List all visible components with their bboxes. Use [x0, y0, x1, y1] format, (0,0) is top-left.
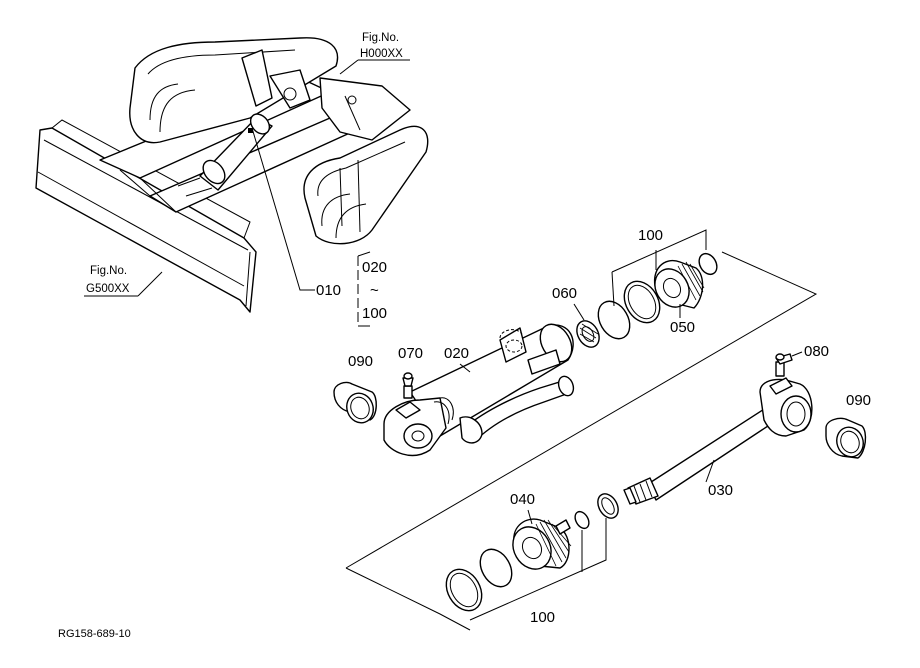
grease-nipple-070: [402, 372, 414, 399]
leader-030: [705, 459, 715, 483]
grease-nipple-080: [775, 353, 793, 377]
piston-rod-030: [623, 377, 813, 505]
part-label-100-lower: 100: [530, 609, 555, 626]
fig-ref-left-leader: [137, 271, 163, 297]
fig-ref-left-line1: Fig.No.: [90, 265, 127, 277]
exploded-frame-upper: [345, 251, 818, 569]
leader-020: [459, 363, 471, 373]
piston-040: [512, 518, 572, 570]
o-ring-seal-upper-right: [698, 252, 718, 276]
leader-080: [791, 351, 803, 357]
backup-ring-upper: [623, 280, 661, 324]
fig-ref-top-line1: Fig.No.: [362, 32, 399, 44]
backup-ring-lower: [445, 568, 483, 612]
excavator-undercarriage-drawing: [35, 37, 429, 313]
part-label-090-left: 090: [348, 353, 373, 370]
fig-ref-left-line2: G500XX: [86, 283, 130, 295]
bracket-100-upper: [611, 229, 707, 273]
exploded-frame-lower: [345, 567, 471, 631]
bracket-100-lower: [469, 518, 607, 621]
cylinder-tube-020: [383, 323, 575, 456]
seal-ring-lower-mid: [574, 510, 590, 530]
rod-cover-050: [653, 259, 705, 309]
range-bracket-tick-top: [357, 251, 371, 257]
part-label-050: 050: [670, 319, 695, 336]
part-label-010: 010: [316, 282, 341, 299]
fig-ref-top-leader: [339, 59, 359, 75]
seal-ring-lower-right: [597, 493, 619, 519]
part-label-020: 020: [444, 345, 469, 362]
leader-040: [527, 509, 533, 525]
o-ring-seal-upper-left: [597, 300, 631, 340]
part-label-100-upper: 100: [638, 227, 663, 244]
bracket-100-upper-left-tick: [611, 271, 615, 307]
part-label-030: 030: [708, 482, 733, 499]
figure-code: RG158-689-10: [58, 628, 131, 640]
range-to: 100: [362, 305, 387, 322]
leader-010: [251, 127, 315, 291]
range-from: 020: [362, 259, 387, 276]
leader-060: [573, 303, 585, 321]
part-label-060: 060: [552, 285, 577, 302]
fig-ref-top-line2: H000XX: [360, 48, 403, 60]
bushing-090-left: [333, 381, 377, 424]
part-label-080: 080: [804, 343, 829, 360]
part-label-090-right: 090: [846, 392, 871, 409]
part-label-040: 040: [510, 491, 535, 508]
o-ring-seal-lower: [479, 548, 513, 588]
part-label-070: 070: [398, 345, 423, 362]
dust-wiper-060: [576, 320, 600, 348]
bushing-090-right: [825, 417, 867, 459]
range-tilde: ~: [370, 282, 379, 299]
